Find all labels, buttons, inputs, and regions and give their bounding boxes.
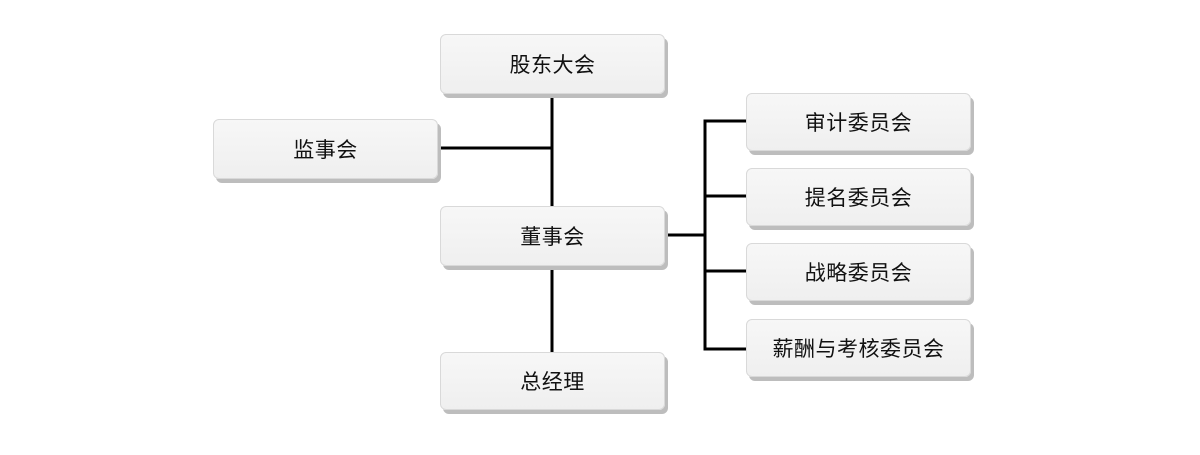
node-audit-committee: 审计委员会 bbox=[746, 93, 971, 151]
node-nomination-committee: 提名委员会 bbox=[746, 168, 971, 226]
node-strategy-committee: 战略委员会 bbox=[746, 243, 971, 301]
node-compensation-committee: 薪酬与考核委员会 bbox=[746, 319, 971, 377]
node-label: 监事会 bbox=[293, 138, 358, 162]
node-label: 股东大会 bbox=[509, 53, 596, 77]
node-label: 薪酬与考核委员会 bbox=[772, 337, 945, 361]
node-label: 总经理 bbox=[520, 370, 585, 394]
node-label: 提名委员会 bbox=[804, 186, 913, 210]
node-general-manager: 总经理 bbox=[440, 352, 665, 410]
node-supervisory-board: 监事会 bbox=[213, 119, 438, 179]
node-shareholders-meeting: 股东大会 bbox=[440, 34, 665, 94]
node-label: 战略委员会 bbox=[804, 261, 913, 285]
node-label: 审计委员会 bbox=[804, 111, 913, 135]
node-board-of-directors: 董事会 bbox=[440, 206, 665, 266]
node-label: 董事会 bbox=[520, 225, 585, 249]
